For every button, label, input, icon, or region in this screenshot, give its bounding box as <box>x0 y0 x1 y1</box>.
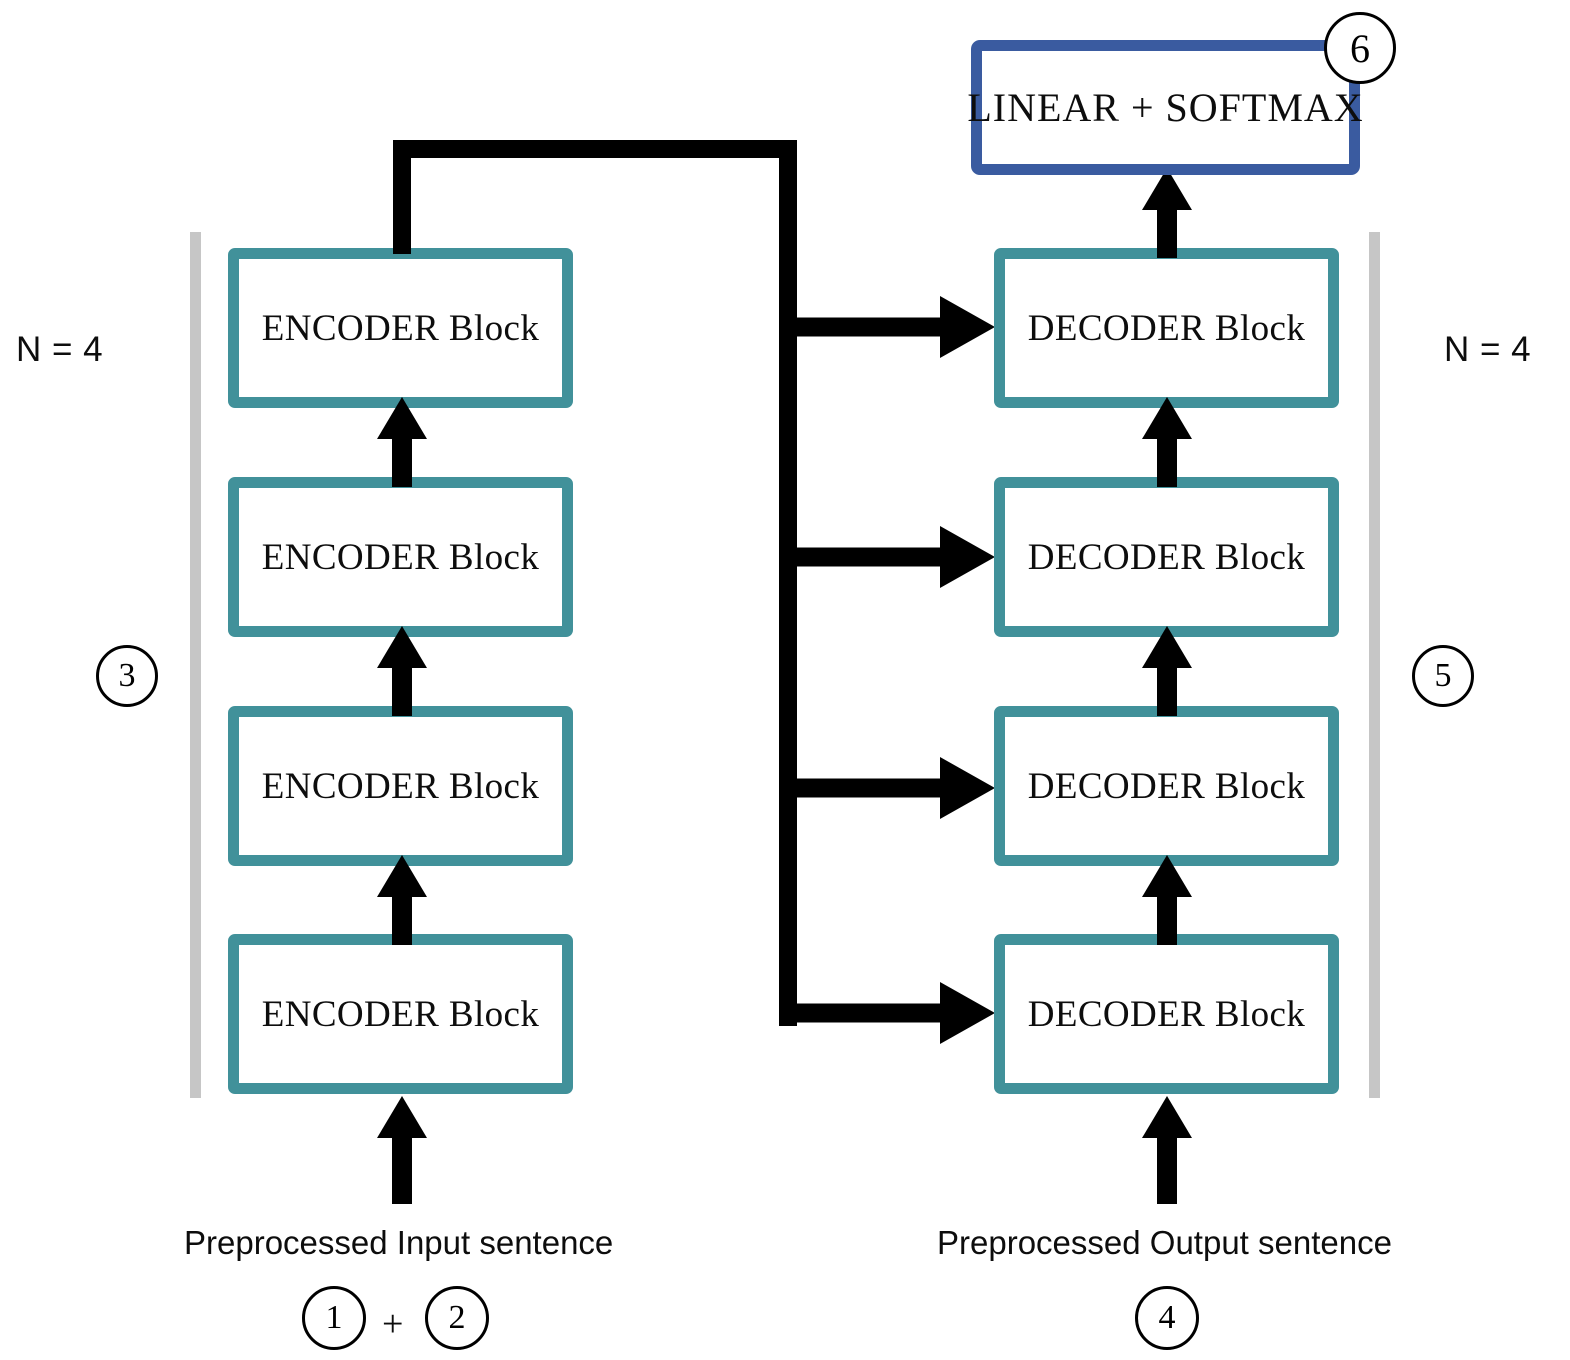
cross-attention-arrow-2-icon <box>789 757 995 819</box>
encoder-block-4[interactable]: ENCODER Block <box>228 248 573 408</box>
step-badge-4: 4 <box>1135 1286 1199 1350</box>
linear-softmax-label: LINEAR + SOFTMAX <box>967 85 1364 130</box>
decoder-n-label: N = 4 <box>1444 330 1532 369</box>
decoder-block-4[interactable]: DECODER Block <box>994 248 1339 408</box>
step-badge-3: 3 <box>96 645 158 707</box>
decoder-arrow-2-to-3-icon <box>1142 626 1192 716</box>
encoder-n-label: N = 4 <box>16 330 104 369</box>
decoder-bracket-bar <box>1369 232 1380 1098</box>
encoder-block-label: ENCODER Block <box>261 307 540 349</box>
cross-attention-arrow-4-icon <box>789 296 995 358</box>
encoder-block-label: ENCODER Block <box>261 536 540 578</box>
decoder-block-label: DECODER Block <box>1027 536 1306 578</box>
decoder-block-2[interactable]: DECODER Block <box>994 706 1339 866</box>
encoder-arrow-2-to-3-icon <box>377 626 427 716</box>
step-badge-1: 1 <box>302 1286 366 1350</box>
decoder-block-label: DECODER Block <box>1027 993 1306 1035</box>
encoder-block-1[interactable]: ENCODER Block <box>228 934 573 1094</box>
step-badge-2: 2 <box>425 1286 489 1350</box>
encoder-arrow-1-to-2-icon <box>377 855 427 945</box>
decoder-arrow-3-to-4-icon <box>1142 397 1192 487</box>
encoder-block-label: ENCODER Block <box>261 993 540 1035</box>
decoder-block-3[interactable]: DECODER Block <box>994 477 1339 637</box>
decoder-input-arrow-icon <box>1142 1096 1192 1204</box>
cross-attention-arrow-3-icon <box>789 526 995 588</box>
encoder-bracket-bar <box>190 232 201 1098</box>
decoder-block-label: DECODER Block <box>1027 765 1306 807</box>
step-badge-5: 5 <box>1412 645 1474 707</box>
encoder-output-top-rail <box>393 140 797 158</box>
decoder-output-caption: Preprocessed Output sentence <box>937 1224 1392 1261</box>
encoder-block-3[interactable]: ENCODER Block <box>228 477 573 637</box>
encoder-input-arrow-icon <box>377 1096 427 1204</box>
encoder-block-label: ENCODER Block <box>261 765 540 807</box>
encoder-arrow-3-to-4-icon <box>377 397 427 487</box>
step-badge-6: 6 <box>1324 12 1396 84</box>
input-badges-plus: + <box>382 1303 404 1345</box>
decoder-to-softmax-arrow-icon <box>1142 168 1192 258</box>
decoder-block-1[interactable]: DECODER Block <box>994 934 1339 1094</box>
decoder-block-label: DECODER Block <box>1027 307 1306 349</box>
encoder-output-distribution-rail <box>779 140 797 1026</box>
encoder-input-caption: Preprocessed Input sentence <box>184 1224 614 1261</box>
cross-attention-arrow-1-icon <box>789 982 995 1044</box>
linear-softmax-box[interactable]: LINEAR + SOFTMAX <box>967 40 1363 175</box>
decoder-arrow-1-to-2-icon <box>1142 855 1192 945</box>
encoder-output-riser <box>393 146 411 254</box>
encoder-block-2[interactable]: ENCODER Block <box>228 706 573 866</box>
